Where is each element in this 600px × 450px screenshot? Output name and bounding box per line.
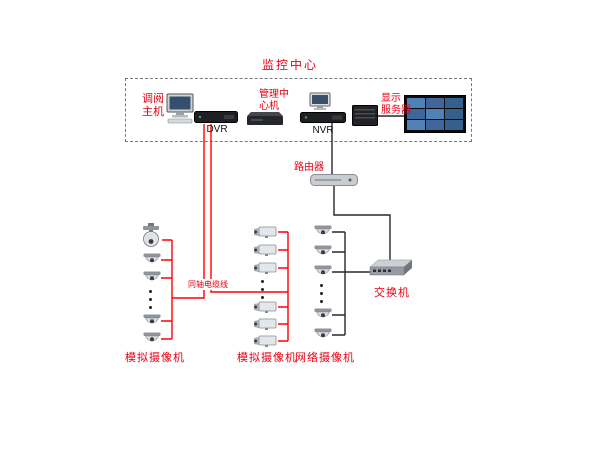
- bullet-camera-icon: [252, 261, 278, 275]
- display-server-icon: [352, 105, 378, 126]
- router-label: 路由器: [294, 162, 324, 173]
- ptz-camera-icon: [140, 223, 162, 250]
- workstation-icon: [166, 93, 194, 124]
- management-center-label: 管理中 心机: [259, 89, 289, 112]
- nvr-device-icon: [300, 112, 346, 123]
- coax-cable-label: 同轴电缆线: [187, 279, 229, 290]
- monitoring-center-boundary: [125, 78, 472, 142]
- bullet-camera-icon: [252, 225, 278, 239]
- dome-camera-icon: [143, 271, 161, 285]
- ellipsis-dots: [261, 280, 264, 299]
- router-icon: [310, 174, 358, 186]
- dvr-device-icon: [194, 111, 238, 123]
- camera-group-label: 模拟摄像机: [125, 352, 185, 364]
- camera-group-label: 模拟摄像机: [237, 352, 297, 364]
- bullet-camera-icon: [252, 243, 278, 257]
- nvr-monitor-icon: [309, 92, 331, 110]
- dome-camera-icon: [143, 332, 161, 346]
- dome-camera-icon: [143, 314, 161, 328]
- dome-camera-icon: [314, 265, 332, 279]
- display-server-label: 显示 服务器: [381, 93, 411, 116]
- dvr-label: DVR: [206, 124, 228, 135]
- camera-group-label: 网络摄像机: [295, 352, 355, 364]
- diagram-title: 监控中心: [261, 58, 318, 72]
- bullet-camera-icon: [252, 300, 278, 314]
- dome-camera-icon: [314, 328, 332, 342]
- dome-camera-icon: [314, 245, 332, 259]
- switch-icon: [369, 259, 413, 276]
- dome-camera-icon: [143, 253, 161, 267]
- video-wall: [404, 95, 466, 133]
- bullet-camera-icon: [252, 334, 278, 348]
- switch-label: 交换机: [374, 287, 410, 299]
- viewing-host-label: 调阅 主机: [142, 93, 164, 118]
- ellipsis-dots: [149, 290, 152, 309]
- bullet-camera-icon: [252, 317, 278, 331]
- nvr-label: NVR: [312, 125, 334, 136]
- dome-camera-icon: [314, 225, 332, 239]
- management-server-icon: [247, 112, 283, 125]
- dome-camera-icon: [314, 308, 332, 322]
- ellipsis-dots: [320, 284, 323, 303]
